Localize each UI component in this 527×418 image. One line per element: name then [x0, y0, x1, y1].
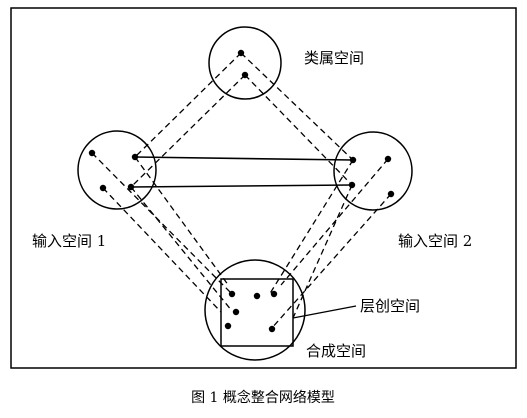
emergent-space-label: 层创空间 — [360, 297, 420, 315]
diagram-frame — [10, 7, 517, 369]
input-space-1-label: 输入空间 1 — [32, 232, 106, 250]
input-space-1-circle — [77, 130, 157, 210]
cross-space-mappings — [130, 156, 354, 188]
input-space-2-label: 输入空间 2 — [398, 232, 472, 250]
generic-space-label: 类属空间 — [304, 49, 364, 67]
figure-caption: 图 1 概念整合网络模型 — [191, 389, 335, 406]
input-space-2-circle — [333, 131, 413, 211]
blend-space-circle — [204, 259, 306, 361]
emergent-structure-box — [220, 278, 294, 347]
generic-to-input-projections — [130, 52, 354, 188]
element-dots — [88, 49, 395, 333]
input-to-blend-projections — [91, 152, 392, 330]
generic-space-circle — [208, 26, 282, 100]
blend-space-label: 合成空间 — [306, 342, 366, 360]
emergent-label-connector — [292, 305, 357, 319]
